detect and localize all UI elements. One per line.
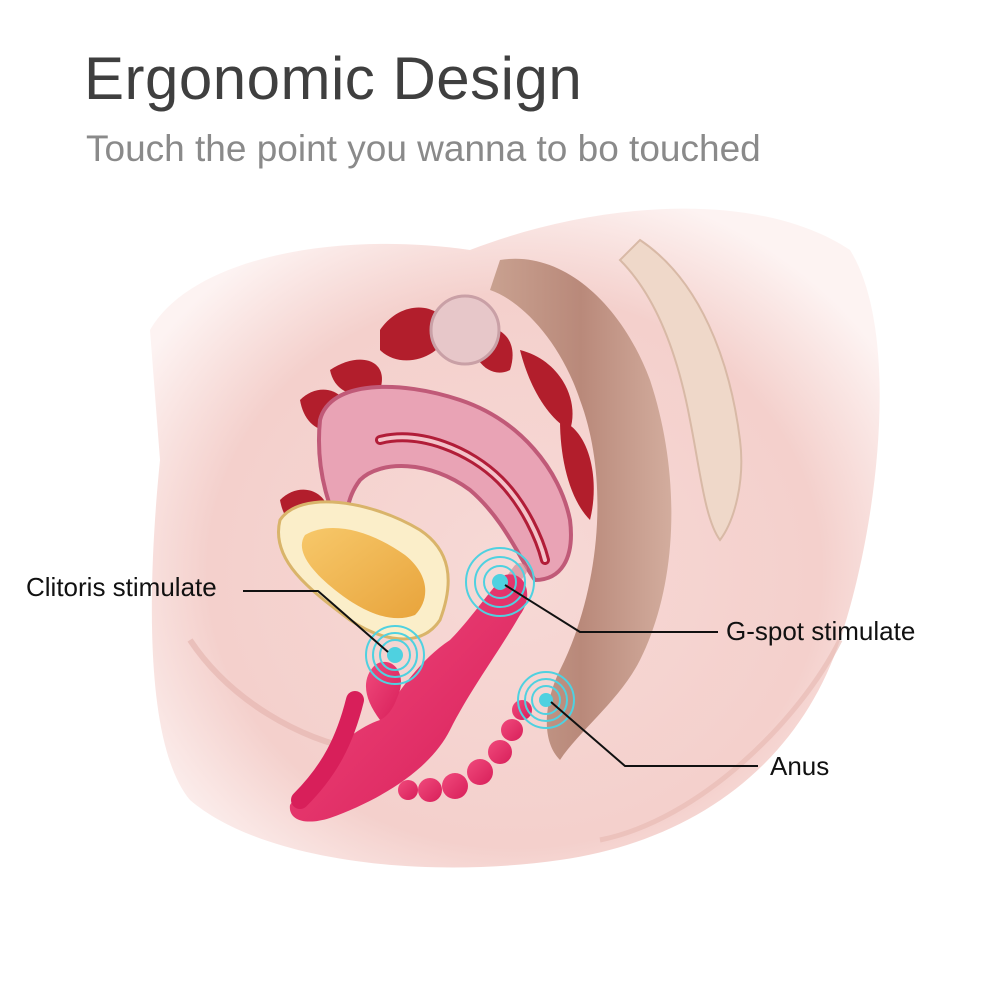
vibration-rings-clitoris	[365, 625, 425, 685]
leader-line-anus	[550, 701, 758, 767]
leader-lines	[243, 584, 758, 767]
bladder	[277, 500, 450, 641]
vibration-rings-anus	[517, 671, 575, 729]
page-subtitle: Touch the point you wanna to bo touched	[86, 128, 761, 169]
vibration-rings-gspot	[465, 547, 535, 617]
rectum	[490, 258, 672, 760]
leader-line-clitoris	[243, 590, 389, 653]
callout-gspot: G-spot stimulate	[726, 616, 916, 646]
anal-beads	[398, 700, 532, 802]
leader-line-gspot	[504, 584, 718, 633]
uterus	[317, 384, 573, 583]
callout-anus: Anus	[770, 751, 830, 781]
callout-clitoris: Clitoris stimulate	[26, 572, 217, 602]
spine	[618, 238, 743, 542]
page-title: Ergonomic Design	[84, 45, 583, 112]
ovary	[429, 294, 501, 366]
